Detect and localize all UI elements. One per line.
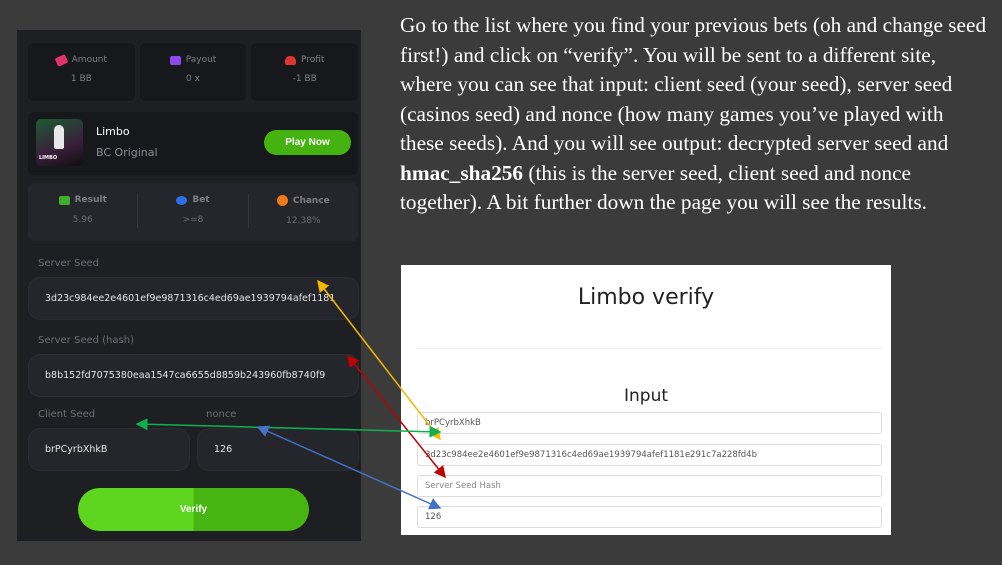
chance-label: Chance: [292, 195, 330, 206]
chance-cell: Chance 12.38%: [249, 194, 358, 228]
verify-title: Limbo verify: [577, 285, 715, 310]
nonce-arrow: [256, 425, 442, 510]
limbo-thumbnail[interactable]: LIMBO: [36, 119, 83, 166]
percent-icon: [276, 195, 288, 206]
result-value: 5.96: [72, 215, 93, 225]
stat-value: -1 BB: [292, 74, 317, 84]
target-icon: [176, 195, 188, 205]
instruction-bold: hmac_sha256: [400, 160, 524, 185]
bet-cell: Bet >=8: [138, 194, 249, 228]
server-seed-arrow: [317, 279, 441, 441]
stat-profit: Profit -1 BB: [251, 43, 359, 101]
stat-label: Profit: [300, 55, 325, 65]
verify-page-screenshot: Limbo verify Input brPCyrbXhkB 3d23c984e…: [401, 265, 891, 535]
game-card: LIMBO Limbo BC Original Play Now: [28, 112, 358, 175]
hash-arrow: [347, 354, 446, 479]
result-cell: Result 5.96: [28, 194, 139, 228]
stat-value: 1 BB: [70, 74, 92, 84]
stat-amount: Amount 1 BB: [28, 43, 135, 101]
result-label: Result: [74, 195, 107, 205]
divider: [417, 348, 883, 349]
server-hash-label: Server Seed (hash): [38, 335, 134, 346]
game-name: Limbo: [96, 125, 130, 138]
instruction-text: Go to the list where you find your previ…: [400, 11, 990, 218]
stat-payout: Payout 0 x: [139, 43, 247, 101]
instruction-part2: (this is the server seed, client seed an…: [400, 160, 927, 215]
result-row: Result 5.96 Bet >=8 Chance 12.38%: [28, 183, 358, 241]
client-seed-label: Client Seed: [38, 409, 96, 420]
game-subtitle: BC Original: [96, 146, 158, 159]
client-seed-arrow: [135, 418, 442, 438]
wallet-icon: [169, 55, 181, 65]
server-seed-label: Server Seed: [38, 258, 99, 269]
chance-value: 12.38%: [286, 216, 321, 226]
hand-coin-icon: [284, 55, 296, 65]
instruction-part1: Go to the list where you find your previ…: [400, 13, 987, 155]
nonce-label: nonce: [206, 409, 237, 420]
play-now-button[interactable]: Play Now: [264, 130, 351, 155]
nonce-input[interactable]: 126: [417, 506, 882, 528]
server-hash-field[interactable]: b8b152fd7075380eaa1547ca6655d8859b243960…: [28, 354, 359, 397]
bet-details-panel: Amount 1 BB Payout 0 x Profit -1 BB LIMBO L…: [17, 30, 368, 541]
input-heading: Input: [623, 386, 669, 406]
stat-label: Amount: [71, 55, 108, 65]
thumb-label: LIMBO: [39, 155, 58, 161]
bet-label: Bet: [192, 195, 210, 205]
stat-value: 0 x: [186, 74, 200, 84]
bet-value: >=8: [182, 215, 204, 225]
chart-check-icon: [58, 195, 70, 205]
stat-label: Payout: [185, 55, 217, 65]
rocket-icon: [54, 125, 64, 149]
